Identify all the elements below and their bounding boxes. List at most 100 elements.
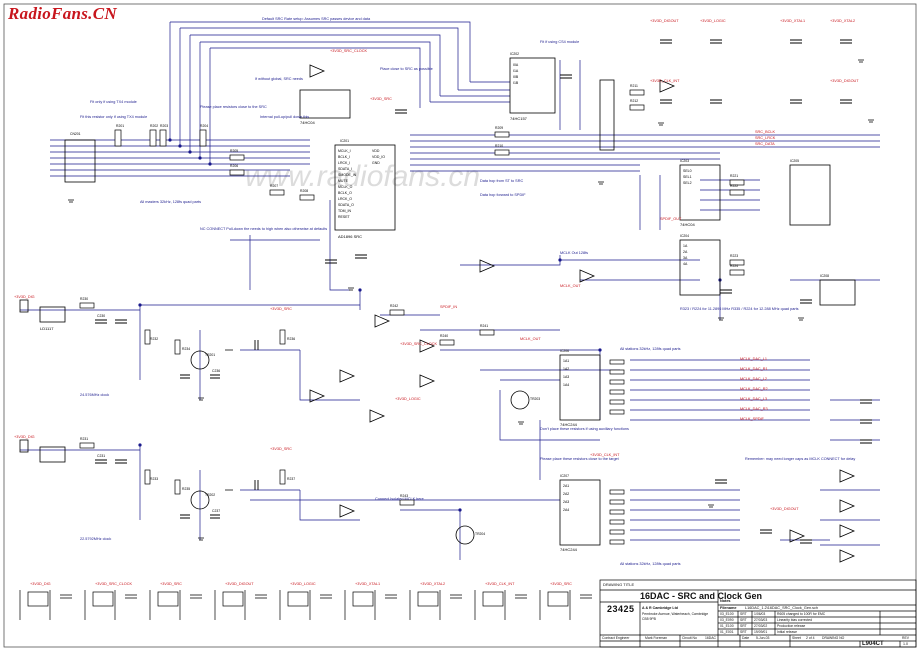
osc-ic-1 (299, 89, 351, 119)
note: Please place these resistors close to th… (540, 457, 620, 461)
ic-name-labels: AD1896 SRC 74HC157 74HC04 74HC244 74HC24… (40, 116, 695, 552)
svg-text:R230: R230 (80, 297, 88, 301)
svg-text:R203: R203 (160, 124, 168, 128)
svg-text:R233: R233 (150, 477, 158, 481)
svg-text:R210: R210 (495, 144, 503, 148)
svg-text:GND: GND (372, 161, 380, 165)
capacitors (95, 39, 872, 544)
clk-mux-ic (679, 239, 721, 296)
svg-text:TR203: TR203 (530, 397, 540, 401)
svg-text:1A4: 1A4 (563, 383, 569, 387)
filename: L16DAC_1.2\16DAC_SRC_Clock_Gen.sch (745, 606, 819, 610)
clk-gen-ic (679, 164, 721, 221)
svg-text:MCLK_I: MCLK_I (338, 149, 351, 153)
buffer-ic-1 (559, 354, 601, 421)
notes-label: Notes (720, 599, 731, 603)
svg-text:3A: 3A (683, 256, 688, 260)
annotation-notes: Default SRC Rate setup: Assumes SRC pass… (80, 17, 855, 566)
svg-text:R232: R232 (150, 337, 158, 341)
svg-text:TR202: TR202 (205, 493, 215, 497)
sheet-border (3, 3, 917, 648)
date-label: Date (742, 636, 750, 640)
svg-text:LRCK_O: LRCK_O (338, 197, 352, 201)
svg-text:R209: R209 (495, 126, 503, 130)
net-label: +3V3D_SRC (160, 582, 182, 586)
note: Please place resistors close to the SRC (200, 105, 267, 109)
net-label: +3V3D_DIG (14, 295, 35, 299)
svg-text:R205: R205 (230, 149, 238, 153)
svg-text:R208: R208 (300, 189, 308, 193)
note: NC CONNECT Pull-down the needs to high w… (200, 227, 327, 231)
filename-label: Filename (720, 606, 737, 610)
revision-date: 1/06/03 (754, 612, 766, 616)
net-label: MCLK_OUT (560, 284, 581, 288)
svg-text:I0A: I0A (513, 63, 519, 67)
note: 24.576MHz clock (80, 393, 109, 397)
svg-text:1A3: 1A3 (563, 375, 569, 379)
circuit-label: Circuit No (682, 636, 697, 640)
net-label: +3V3D_LOGIC (290, 582, 316, 586)
note: All stations 32kHz, 128fs quad parts (620, 347, 681, 351)
net-label: +3V3D_DIGOUT (225, 582, 254, 586)
net-label: MCLK_SPDIF (740, 417, 765, 421)
note: 22.5792MHz clock (80, 537, 111, 541)
note: If without global, SRC needs (255, 77, 303, 81)
net-label: MCLK_DAC_L2 (740, 377, 767, 381)
center-watermark: www.radiofans.cn (245, 160, 480, 193)
svg-text:R231: R231 (80, 437, 88, 441)
note: Remember: may need longer caps as MCLK C… (745, 457, 855, 461)
connector-ic (64, 139, 96, 183)
svg-text:2A3: 2A3 (563, 500, 569, 504)
net-label: MCLK_DAC_R2 (740, 387, 768, 391)
svg-text:SMODE_IN: SMODE_IN (338, 173, 357, 177)
note: Place close to SRC as possible (380, 67, 433, 71)
revision-date: 19/09/01 (754, 630, 768, 634)
net-label-group: +3V3D_DIG +3V3D_DIG +3V3D_SRC_CLOCK +3V3… (14, 19, 859, 586)
net-label: +3V3D_XTAL2 (830, 19, 855, 23)
svg-text:SDATA_I: SDATA_I (338, 167, 352, 171)
net-label: +3V3D_DIGOUT (830, 79, 859, 83)
net-label: +3V3D_XTAL1 (355, 582, 380, 586)
svg-text:R212: R212 (630, 99, 638, 103)
revision-rev: 03_E090 (720, 618, 734, 622)
svg-text:BCLK_O: BCLK_O (338, 191, 352, 195)
net-label: +3V3D_CLK_INT (485, 582, 515, 586)
bottom-decoupling-row (19, 590, 592, 620)
net-label: +3V3D_SRC_CLOCK (400, 342, 438, 346)
svg-text:CN201: CN201 (70, 132, 81, 136)
svg-text:IC201: IC201 (340, 139, 349, 143)
svg-text:C237: C237 (212, 509, 220, 513)
svg-text:IC207: IC207 (560, 474, 569, 478)
svg-text:R242: R242 (390, 304, 398, 308)
svg-text:R202: R202 (150, 124, 158, 128)
net-label: +3V3D_CLK_INT (590, 453, 620, 457)
svg-text:4A: 4A (683, 262, 688, 266)
net-label: +3V3D_DIG (14, 435, 35, 439)
reg-ic-1 (39, 306, 66, 323)
revision-date: 27/03/02 (754, 624, 768, 628)
company-name: A & R Cambridge Ltd (642, 606, 679, 610)
net-label: SRC_BCLK (755, 130, 776, 134)
net-label: +3V3D_SRC_CLOCK (95, 582, 133, 586)
svg-text:I1A: I1A (513, 69, 519, 73)
svg-text:R224: R224 (730, 264, 738, 268)
svg-text:2A1: 2A1 (563, 484, 569, 488)
net-label: +3V3D_SRC (550, 582, 572, 586)
svg-text:IC205: IC205 (790, 159, 799, 163)
revision-desc: Initial release (777, 630, 797, 634)
svg-text:R241: R241 (480, 324, 488, 328)
note: R323 / R224 for 11.2896 MHz R335 / R224 … (680, 307, 799, 311)
integrated-circuits (39, 57, 856, 546)
svg-text:R207: R207 (270, 184, 278, 188)
svg-text:R211: R211 (630, 84, 638, 88)
svg-text:R222: R222 (730, 184, 738, 188)
date-value: 5-Jun-03 (756, 636, 770, 640)
title-block-frame (599, 579, 917, 648)
right-ic (789, 164, 831, 226)
net-label: SPDIF_OUT (660, 217, 682, 221)
note: Data hop forward to SPDIF (480, 193, 526, 197)
passive-components (79, 89, 745, 545)
svg-text:I0B: I0B (513, 75, 519, 79)
